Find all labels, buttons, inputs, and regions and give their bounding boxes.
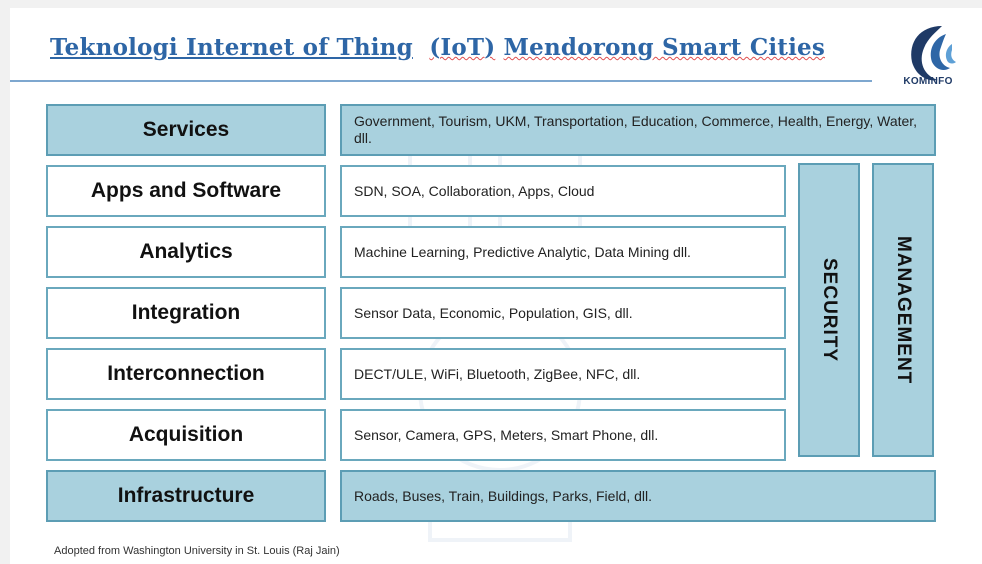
layer-content-interconnection: DECT/ULE, WiFi, Bluetooth, ZigBee, NFC, …	[340, 348, 786, 400]
security-label: SECURITY	[819, 257, 840, 363]
layer-label-acquisition: Acquisition	[46, 409, 326, 461]
security-column: SECURITY	[798, 163, 860, 457]
layer-label-interconnection: Interconnection	[46, 348, 326, 400]
title-part-1: Teknologi Internet of Thing	[50, 34, 413, 61]
layer-content-services: Government, Tourism, UKM, Transportation…	[340, 104, 936, 156]
layer-label-integration: Integration	[46, 287, 326, 339]
title-part-2: (IoT)	[429, 34, 496, 61]
kominfo-logo-icon	[911, 26, 956, 81]
layer-label-analytics: Analytics	[46, 226, 326, 278]
title-part-3: Mendorong Smart Cities	[503, 34, 826, 61]
footnote: Adopted from Washington University in St…	[54, 545, 340, 557]
layer-content-infrastructure: Roads, Buses, Train, Buildings, Parks, F…	[340, 470, 936, 522]
management-label: MANAGEMENT	[893, 235, 914, 385]
layer-label-infrastructure: Infrastructure	[46, 470, 326, 522]
layer-content-integration: Sensor Data, Economic, Population, GIS, …	[340, 287, 786, 339]
layer-label-apps-and-software: Apps and Software	[46, 165, 326, 217]
layer-label-services: Services	[46, 104, 326, 156]
management-column: MANAGEMENT	[872, 163, 934, 457]
logo-text: KOMINFO	[903, 76, 953, 87]
layer-content-acquisition: Sensor, Camera, GPS, Meters, Smart Phone…	[340, 409, 786, 461]
layer-content-apps-and-software: SDN, SOA, Collaboration, Apps, Cloud	[340, 165, 786, 217]
layer-content-analytics: Machine Learning, Predictive Analytic, D…	[340, 226, 786, 278]
slide: Teknologi Internet of Thing (IoT) Mendor…	[10, 8, 982, 564]
title-divider	[10, 80, 872, 82]
page-title: Teknologi Internet of Thing (IoT) Mendor…	[50, 34, 825, 61]
